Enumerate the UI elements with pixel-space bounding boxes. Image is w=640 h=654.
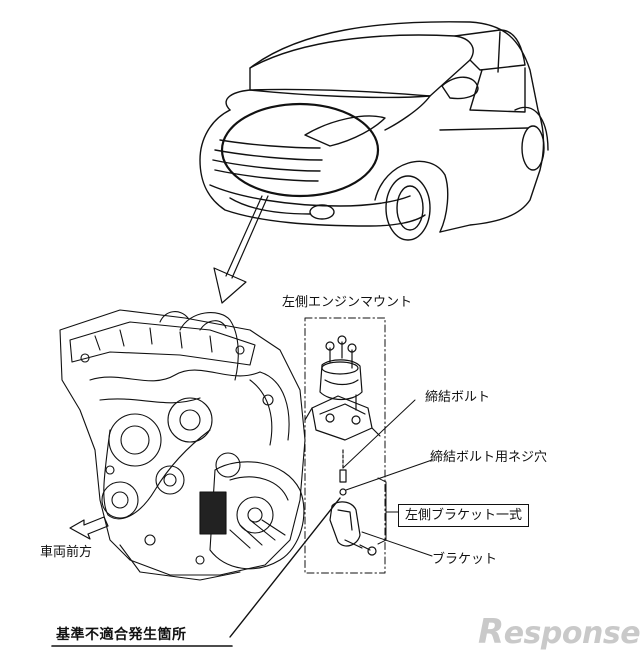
label-left-bracket-assembly: 左側ブラケット一式 [398, 504, 530, 527]
car-illustration [199, 21, 549, 241]
mount-region-frame [304, 317, 386, 574]
leader-lines [229, 399, 433, 638]
label-bolt-screw-hole: 締結ボルト用ネジ穴 [430, 450, 548, 465]
vehicle-front-arrow [69, 516, 109, 540]
engine-illustration [59, 309, 306, 581]
response-watermark: Response. [478, 612, 640, 652]
watermark-logo-mark: R [478, 612, 504, 652]
label-nonconformity-location: 基準不適合発生箇所 [56, 627, 187, 643]
watermark-text: esponse. [503, 616, 640, 651]
label-vehicle-front: 車両前方 [40, 545, 93, 560]
pointer-arrow [213, 195, 269, 304]
label-left-engine-mount: 左側エンジンマウント [282, 295, 413, 310]
label-bracket: ブラケット [432, 552, 498, 567]
engine-mount-parts [304, 335, 387, 556]
label-fastening-bolt: 締結ボルト [425, 390, 491, 405]
